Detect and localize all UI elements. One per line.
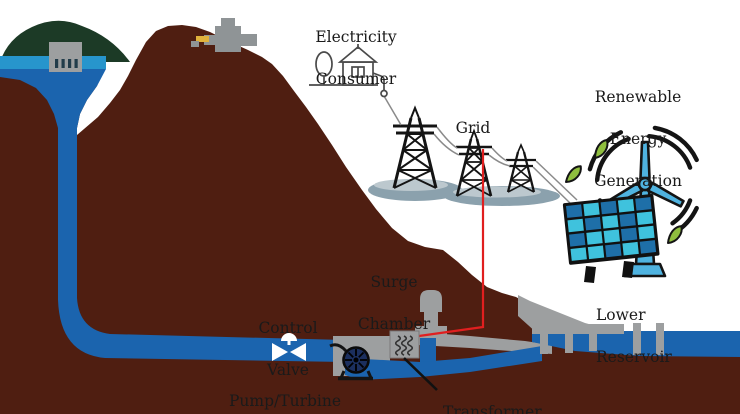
label-line: Transformer bbox=[443, 403, 542, 414]
upper-reservoir-water bbox=[0, 69, 106, 140]
label-line: Valve bbox=[267, 361, 309, 379]
label-line: Lower bbox=[596, 306, 646, 324]
label-line: Generation bbox=[594, 172, 682, 190]
label-line: Chamber bbox=[357, 315, 431, 333]
label-line: Grid bbox=[455, 119, 491, 137]
mountain bbox=[0, 25, 740, 414]
green-hill bbox=[0, 20, 130, 63]
leaf-icon bbox=[565, 165, 582, 183]
transmission-tower-1 bbox=[392, 105, 438, 189]
label-line: Control bbox=[258, 319, 318, 337]
label-line: Reservoir bbox=[596, 348, 672, 366]
solar-panel-icon bbox=[562, 194, 660, 283]
power-lines bbox=[383, 95, 578, 204]
penstock-pipe bbox=[58, 138, 345, 362]
label-line: Renewable bbox=[594, 88, 682, 106]
label-renewable-energy-generation: Renewable Energy Generation bbox=[572, 66, 704, 213]
service-wire bbox=[372, 72, 385, 90]
label-pump-turbine: Pump/Turbine bbox=[229, 370, 359, 414]
pump-turbine-icon bbox=[329, 343, 373, 381]
label-line: Consumer bbox=[315, 70, 397, 88]
transmission-tower-3 bbox=[506, 142, 536, 193]
label-grid: Grid bbox=[450, 97, 496, 160]
insulator-icon bbox=[380, 89, 388, 98]
label-lower-reservoir: Lower Reservoir bbox=[596, 284, 686, 389]
red-transmission-line bbox=[418, 149, 485, 338]
transmission-tower-2 bbox=[455, 128, 493, 197]
dam-intake-icon bbox=[49, 42, 82, 72]
label-surge-chamber: Surge Chamber bbox=[338, 251, 450, 356]
tailrace-pipe bbox=[345, 346, 542, 380]
leaf-icons bbox=[565, 138, 683, 244]
label-line: Pump/Turbine bbox=[229, 392, 342, 410]
transformer-icon bbox=[389, 330, 420, 359]
label-control-valve: Control Valve bbox=[237, 297, 339, 402]
label-line: Energy bbox=[609, 130, 667, 148]
lower-dam-wall bbox=[532, 323, 664, 355]
label-electricity-consumer: Electricity Consumer bbox=[296, 6, 416, 111]
leaf-icon bbox=[594, 138, 609, 159]
pylon-ground bbox=[368, 179, 560, 206]
leaf-icon bbox=[667, 225, 683, 244]
label-line: Electricity bbox=[315, 28, 397, 46]
label-line: Surge bbox=[370, 273, 418, 291]
consumer-icons bbox=[309, 44, 388, 98]
transformer-pointer-line bbox=[403, 357, 438, 391]
label-transformer: Transformer bbox=[443, 381, 553, 414]
draft-tube bbox=[420, 338, 436, 366]
control-valve-icon bbox=[272, 333, 306, 361]
tailrace-platform bbox=[418, 332, 552, 354]
crane-icon bbox=[191, 18, 257, 52]
tree-icon bbox=[315, 51, 333, 85]
